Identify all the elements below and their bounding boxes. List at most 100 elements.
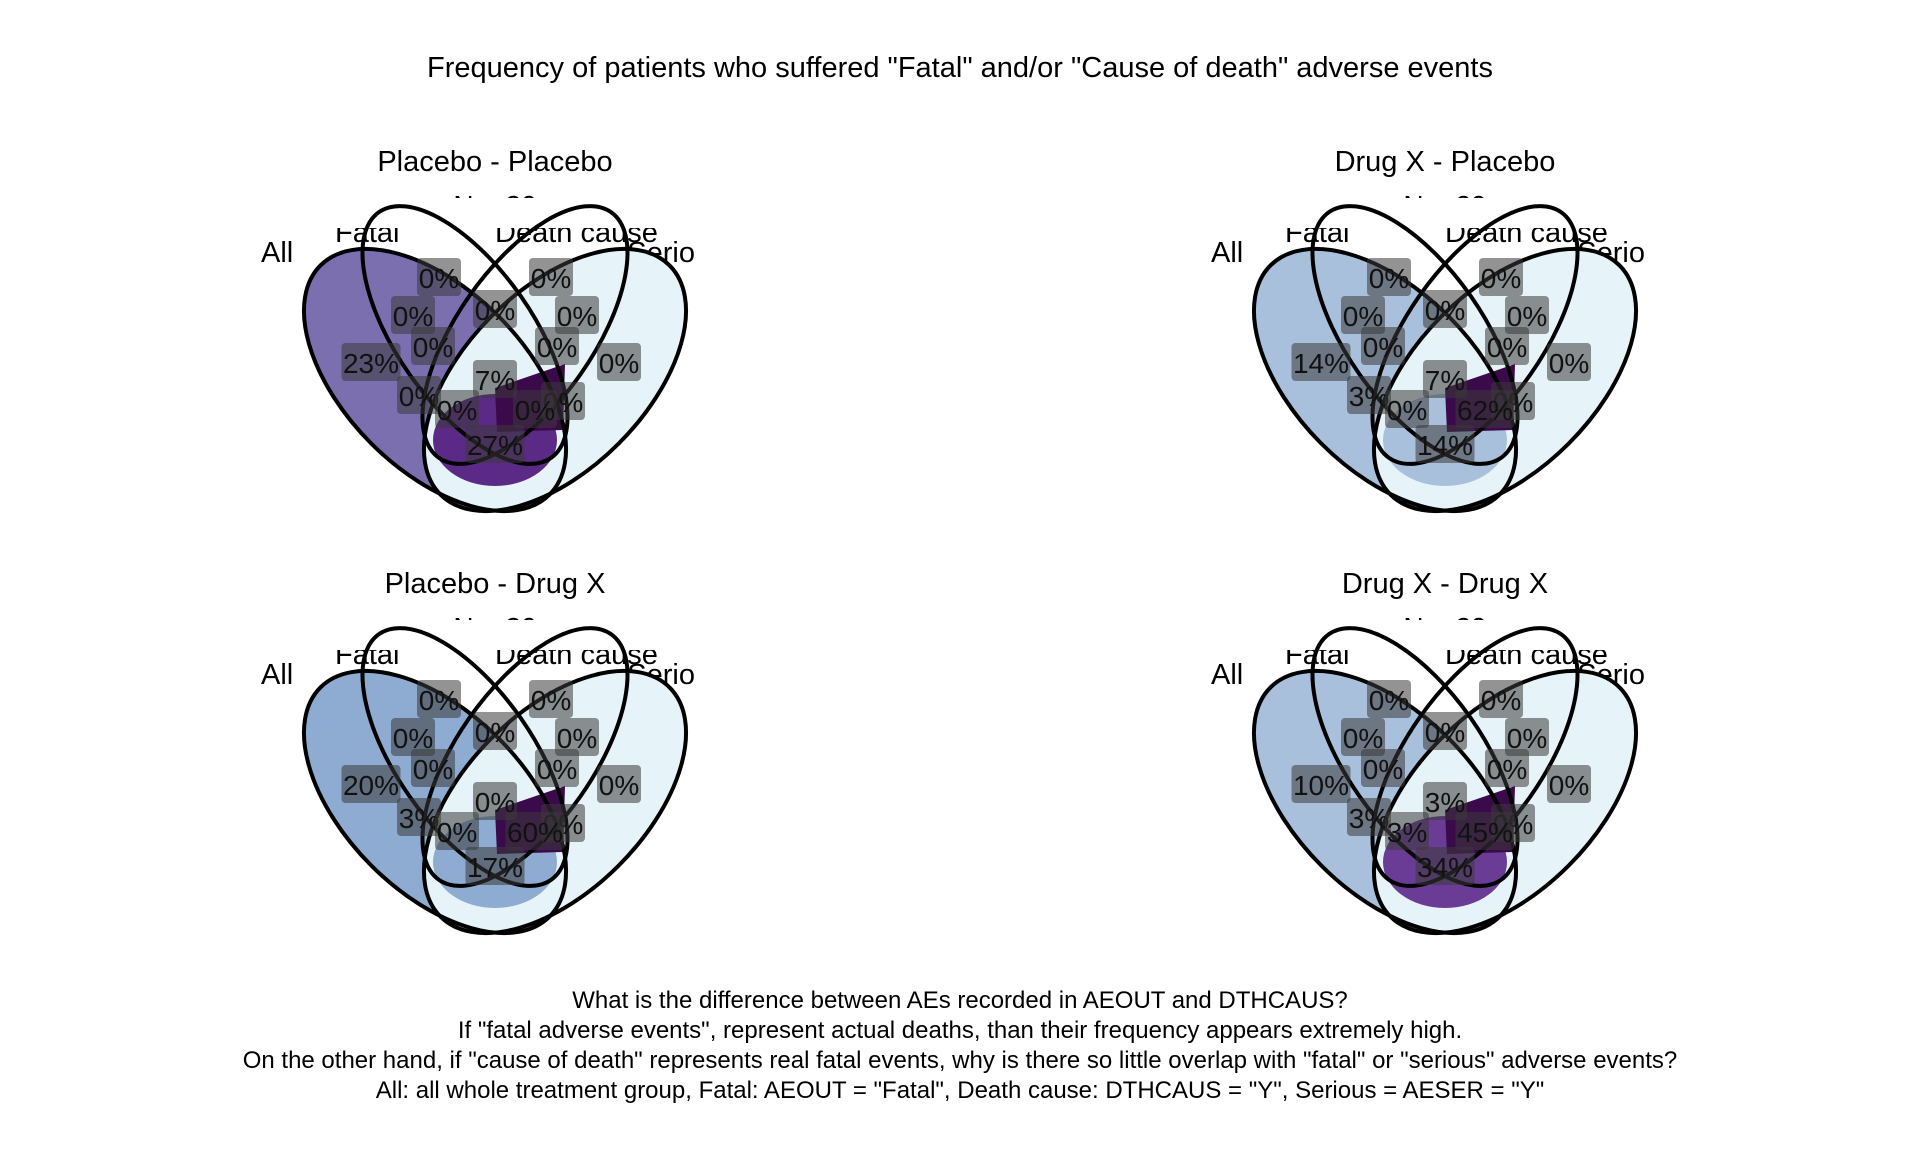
region-label-box <box>535 327 579 365</box>
region-label-all_death: 0% <box>1363 754 1403 785</box>
set-label-all: All <box>1211 659 1243 691</box>
region-label-box <box>597 343 641 381</box>
region-label-box <box>1485 749 1529 787</box>
set-outline-fatal <box>1310 626 1520 888</box>
set-outline-death <box>1370 626 1580 888</box>
region-label-all_four: 7% <box>475 365 515 396</box>
region-label-all_death: 0% <box>1363 332 1403 363</box>
set-outline-fatal <box>1310 204 1520 466</box>
region-label-box <box>1423 290 1467 328</box>
region-label-box <box>555 718 599 756</box>
region-label-all_fatal_death: 3% <box>399 803 439 834</box>
region-label-box <box>1415 847 1475 885</box>
region-label-box <box>1347 798 1391 836</box>
region-label-box <box>473 360 517 398</box>
region-label-all_death_serious: 45% <box>1457 817 1513 848</box>
region-label-all_only: 10% <box>1293 770 1349 801</box>
region-label-box <box>1347 376 1391 414</box>
set-outline-death <box>1370 204 1580 466</box>
region-label-all_fatal_death: 0% <box>399 381 439 412</box>
region-label-box <box>1341 296 1385 334</box>
region-label-death_only: 0% <box>1481 263 1521 294</box>
set-outline-death <box>420 626 630 888</box>
region-label-all_serious: 34% <box>1417 852 1473 883</box>
set-outline-death <box>420 204 630 466</box>
region-label-all_four: 0% <box>475 787 515 818</box>
region-label-fatal_serious: 0% <box>537 754 577 785</box>
region-label-box <box>1485 327 1529 365</box>
set-label-all: All <box>1211 237 1243 269</box>
region-label-box <box>529 680 573 718</box>
region-label-all_only: 14% <box>1293 348 1349 379</box>
footnotes: What is the difference between AEs recor… <box>0 986 1920 1106</box>
region-label-box <box>391 718 435 756</box>
set-outline-fatal <box>360 204 570 466</box>
region-label-fatal_serious: 0% <box>537 332 577 363</box>
region-label-fatal_only: 0% <box>419 263 459 294</box>
region-label-death_only: 0% <box>531 263 571 294</box>
region-label-box <box>1479 680 1523 718</box>
region-label-death_serious: 0% <box>1507 301 1547 332</box>
region-label-box <box>435 390 479 428</box>
region-label-box <box>1367 258 1411 296</box>
region-label-box <box>529 258 573 296</box>
set-outline-fatal <box>360 626 570 888</box>
region-label-box <box>513 390 557 428</box>
region-label-fatal_only: 0% <box>419 685 459 716</box>
region-label-box <box>1455 812 1515 850</box>
region-label-all_fatal_death: 3% <box>1349 381 1389 412</box>
region-label-all_death_serious: 60% <box>507 817 563 848</box>
region-label-box <box>465 425 525 463</box>
panel-title: Drug X - Placebo <box>1334 146 1556 178</box>
region-label-all_death_serious: 62% <box>1457 395 1513 426</box>
region-label-box <box>1385 812 1429 850</box>
region-label-box <box>411 327 455 365</box>
region-label-all_death_serious: 0% <box>515 395 555 426</box>
region-label-box <box>1547 765 1591 803</box>
region-label-fatal_death: 0% <box>475 717 515 748</box>
region-label-box <box>597 765 641 803</box>
region-label-all_fatal_serious: 0% <box>1387 395 1427 426</box>
region-label-box <box>1291 765 1351 803</box>
footnote-line: On the other hand, if "cause of death" r… <box>242 1047 1678 1074</box>
region-label-all_four: 3% <box>1425 787 1465 818</box>
region-label-box <box>473 712 517 750</box>
panel-title: Placebo - Drug X <box>384 568 606 600</box>
region-label-box <box>1341 718 1385 756</box>
region-label-all_fatal: 0% <box>1343 301 1383 332</box>
region-label-box <box>555 296 599 334</box>
region-label-box <box>397 798 441 836</box>
region-label-box <box>535 749 579 787</box>
region-label-all_fatal_serious: 0% <box>437 817 477 848</box>
region-label-box <box>1479 258 1523 296</box>
chart-title: Frequency of patients who suffered "Fata… <box>427 52 1493 84</box>
region-label-serious_only: 0% <box>599 348 639 379</box>
region-label-fatal_serious: 0% <box>1487 332 1527 363</box>
region-label-box <box>1361 749 1405 787</box>
region-label-all_fatal: 0% <box>393 301 433 332</box>
region-label-all_fatal: 0% <box>393 723 433 754</box>
region-label-fatal_death: 0% <box>1425 295 1465 326</box>
footnote-line: What is the difference between AEs recor… <box>572 987 1348 1014</box>
region-label-box <box>417 680 461 718</box>
region-label-serious_only: 0% <box>1549 348 1589 379</box>
region-label-box <box>341 343 401 381</box>
region-label-box <box>435 812 479 850</box>
region-label-box <box>391 296 435 334</box>
region-label-fatal_serious: 0% <box>1487 754 1527 785</box>
region-label-fatal_death: 0% <box>475 295 515 326</box>
region-label-fatal_death: 0% <box>1425 717 1465 748</box>
region-label-box <box>1385 390 1429 428</box>
footnote-line: All: all whole treatment group, Fatal: A… <box>375 1077 1545 1104</box>
region-label-box <box>417 258 461 296</box>
region-label-all_four: 7% <box>1425 365 1465 396</box>
region-label-box <box>1547 343 1591 381</box>
region-label-all_serious: 27% <box>467 430 523 461</box>
